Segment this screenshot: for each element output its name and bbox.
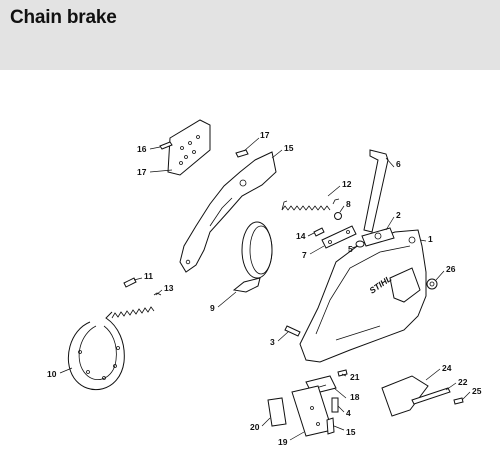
part-16-bracket bbox=[179, 151, 277, 273]
part-7-link bbox=[321, 225, 357, 249]
callout-5: 5 bbox=[348, 244, 353, 254]
callout-21: 20 bbox=[250, 422, 260, 432]
callout-20: 19 bbox=[278, 437, 288, 447]
part-23-strip bbox=[411, 387, 451, 405]
exploded-parts-diagram: STIHL bbox=[0, 70, 500, 456]
part-21-plate bbox=[267, 397, 287, 427]
callout-labels: 16 17 17 15 12 6 8 2 1 14 7 5 26 11 13 9… bbox=[47, 130, 482, 447]
part-14-pin bbox=[313, 227, 325, 237]
callout-3: 3 bbox=[270, 337, 275, 347]
part-13-spring bbox=[111, 292, 162, 319]
page-header: Chain brake bbox=[0, 0, 500, 70]
part-25-screw bbox=[453, 397, 464, 405]
page-title: Chain brake bbox=[10, 7, 117, 28]
part-10-brake-band bbox=[67, 311, 125, 391]
callout-16: 15 bbox=[284, 143, 294, 153]
part-4-pin bbox=[331, 397, 339, 413]
part-26-nut bbox=[426, 278, 438, 290]
callout-25: 25 bbox=[472, 386, 482, 396]
callout-2: 2 bbox=[396, 210, 401, 220]
part-17-screw-right bbox=[235, 149, 249, 158]
part-12-spring bbox=[281, 198, 340, 211]
part-22-screw bbox=[337, 369, 348, 377]
part-18-plate bbox=[167, 119, 211, 176]
callout-13: 13 bbox=[164, 283, 174, 293]
part-5-washer bbox=[355, 240, 365, 248]
callout-4: 4 bbox=[346, 408, 351, 418]
callout-10: 10 bbox=[47, 369, 57, 379]
callout-11: 11 bbox=[144, 271, 153, 281]
part-20-plate bbox=[291, 385, 333, 437]
callout-15: 15 bbox=[346, 427, 356, 437]
callout-22: 21 bbox=[350, 372, 360, 382]
part-1-cover: STIHL bbox=[299, 229, 427, 363]
callout-7: 7 bbox=[302, 250, 307, 260]
part-8-washer bbox=[334, 212, 342, 220]
callout-17-left: 16 bbox=[137, 144, 147, 154]
leader-lines bbox=[59, 137, 471, 441]
callout-9: 9 bbox=[210, 303, 215, 313]
callout-18: 17 bbox=[137, 167, 147, 177]
part-3-pin bbox=[284, 325, 301, 337]
part-6-brake-handle bbox=[363, 149, 389, 233]
callout-6: 6 bbox=[396, 159, 401, 169]
callout-14: 14 bbox=[296, 231, 306, 241]
callout-17-right: 17 bbox=[260, 130, 270, 140]
callout-24: 24 bbox=[442, 363, 452, 373]
callout-1: 1 bbox=[428, 234, 433, 244]
part-24-plate bbox=[381, 375, 429, 417]
part-9-brake-band bbox=[232, 221, 273, 293]
callout-12: 12 bbox=[342, 179, 352, 189]
callout-26: 26 bbox=[446, 264, 456, 274]
part-15-screw bbox=[326, 417, 335, 435]
callout-8: 8 bbox=[346, 199, 351, 209]
callout-23: 22 bbox=[458, 377, 468, 387]
callout-19: 18 bbox=[350, 392, 360, 402]
part-2-lever bbox=[361, 227, 395, 247]
part-17-screw-left bbox=[159, 141, 173, 150]
part-11-pin bbox=[123, 277, 137, 288]
